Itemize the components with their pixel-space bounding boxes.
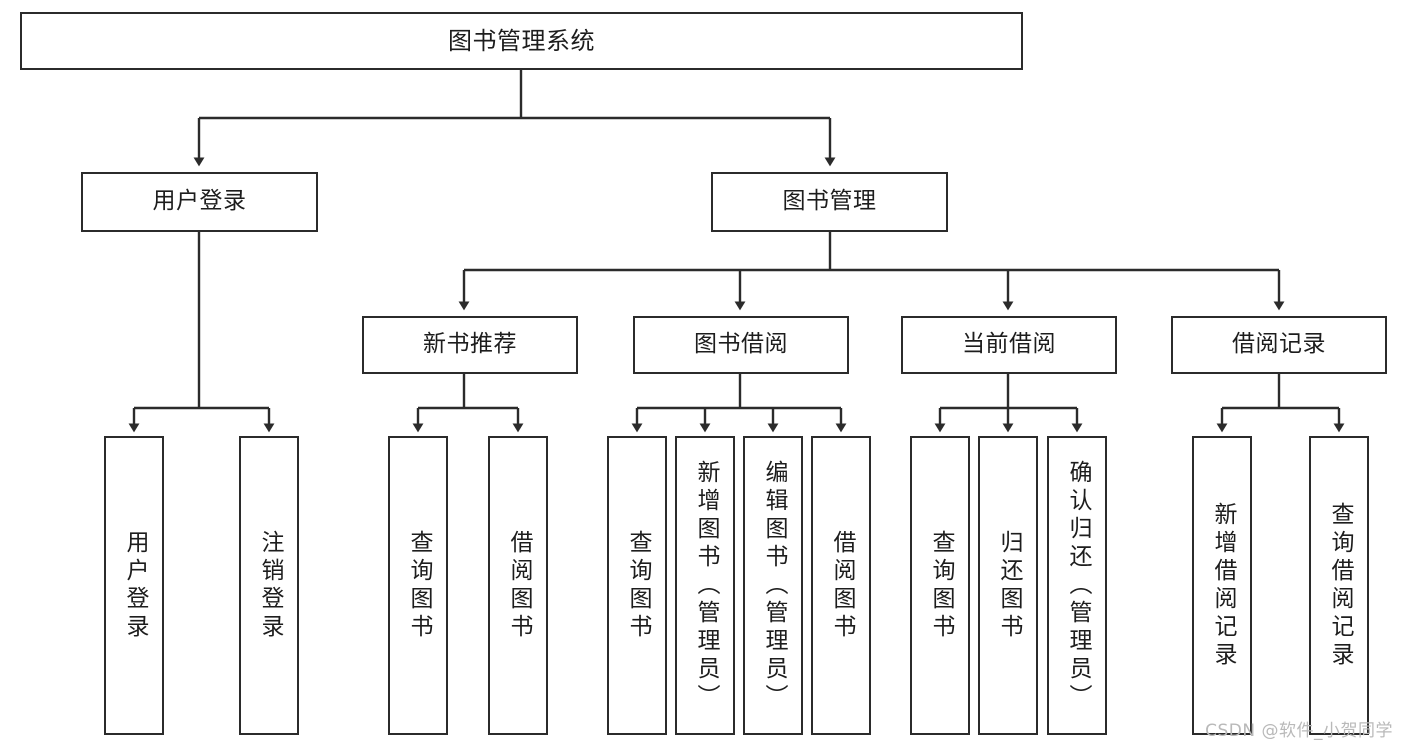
node-label: 借阅记录 [1232,331,1326,358]
node-label: 借阅图书 [505,529,532,642]
leaf-new-book-query-book[interactable]: 查询图书 [388,436,448,735]
node-book-management[interactable]: 图书管理 [711,172,948,232]
node-label: 用户登录 [121,529,148,642]
node-label: 确认归还（管理员） [1064,459,1091,712]
leaf-borrow-edit-book-admin[interactable]: 编辑图书（管理员） [743,436,803,735]
node-root-system[interactable]: 图书管理系统 [20,12,1023,70]
leaf-borrow-borrow-book[interactable]: 借阅图书 [811,436,871,735]
node-label: 归还图书 [995,529,1022,642]
node-book-borrow[interactable]: 图书借阅 [633,316,849,374]
leaf-new-book-borrow-book[interactable]: 借阅图书 [488,436,548,735]
node-label: 当前借阅 [962,331,1056,358]
leaf-logout[interactable]: 注销登录 [239,436,299,735]
node-label: 查询借阅记录 [1326,501,1353,670]
node-label: 查询图书 [927,529,954,642]
node-label: 图书借阅 [694,331,788,358]
node-user-login[interactable]: 用户登录 [81,172,318,232]
node-label: 图书管理系统 [448,26,595,55]
leaf-borrow-add-book-admin[interactable]: 新增图书（管理员） [675,436,735,735]
node-label: 查询图书 [405,529,432,642]
leaf-current-confirm-return-admin[interactable]: 确认归还（管理员） [1047,436,1107,735]
node-label: 用户登录 [152,188,247,215]
leaf-user-login[interactable]: 用户登录 [104,436,164,735]
node-label: 注销登录 [256,529,283,642]
node-new-book-recommend[interactable]: 新书推荐 [362,316,578,374]
leaf-record-add-borrow-record[interactable]: 新增借阅记录 [1192,436,1252,735]
node-label: 借阅图书 [828,529,855,642]
node-label: 图书管理 [782,188,877,215]
node-borrow-record[interactable]: 借阅记录 [1171,316,1387,374]
node-label: 查询图书 [624,529,651,642]
leaf-current-return-book[interactable]: 归还图书 [978,436,1038,735]
node-label: 新增借阅记录 [1209,501,1236,670]
leaf-current-query-book[interactable]: 查询图书 [910,436,970,735]
node-label: 编辑图书（管理员） [760,459,787,712]
csdn-watermark: CSDN @软件_小贺同学 [1205,721,1393,741]
leaf-borrow-query-book[interactable]: 查询图书 [607,436,667,735]
node-label: 新增图书（管理员） [692,459,719,712]
leaf-record-query-borrow-record[interactable]: 查询借阅记录 [1309,436,1369,735]
node-current-borrow[interactable]: 当前借阅 [901,316,1117,374]
node-label: 新书推荐 [423,331,517,358]
